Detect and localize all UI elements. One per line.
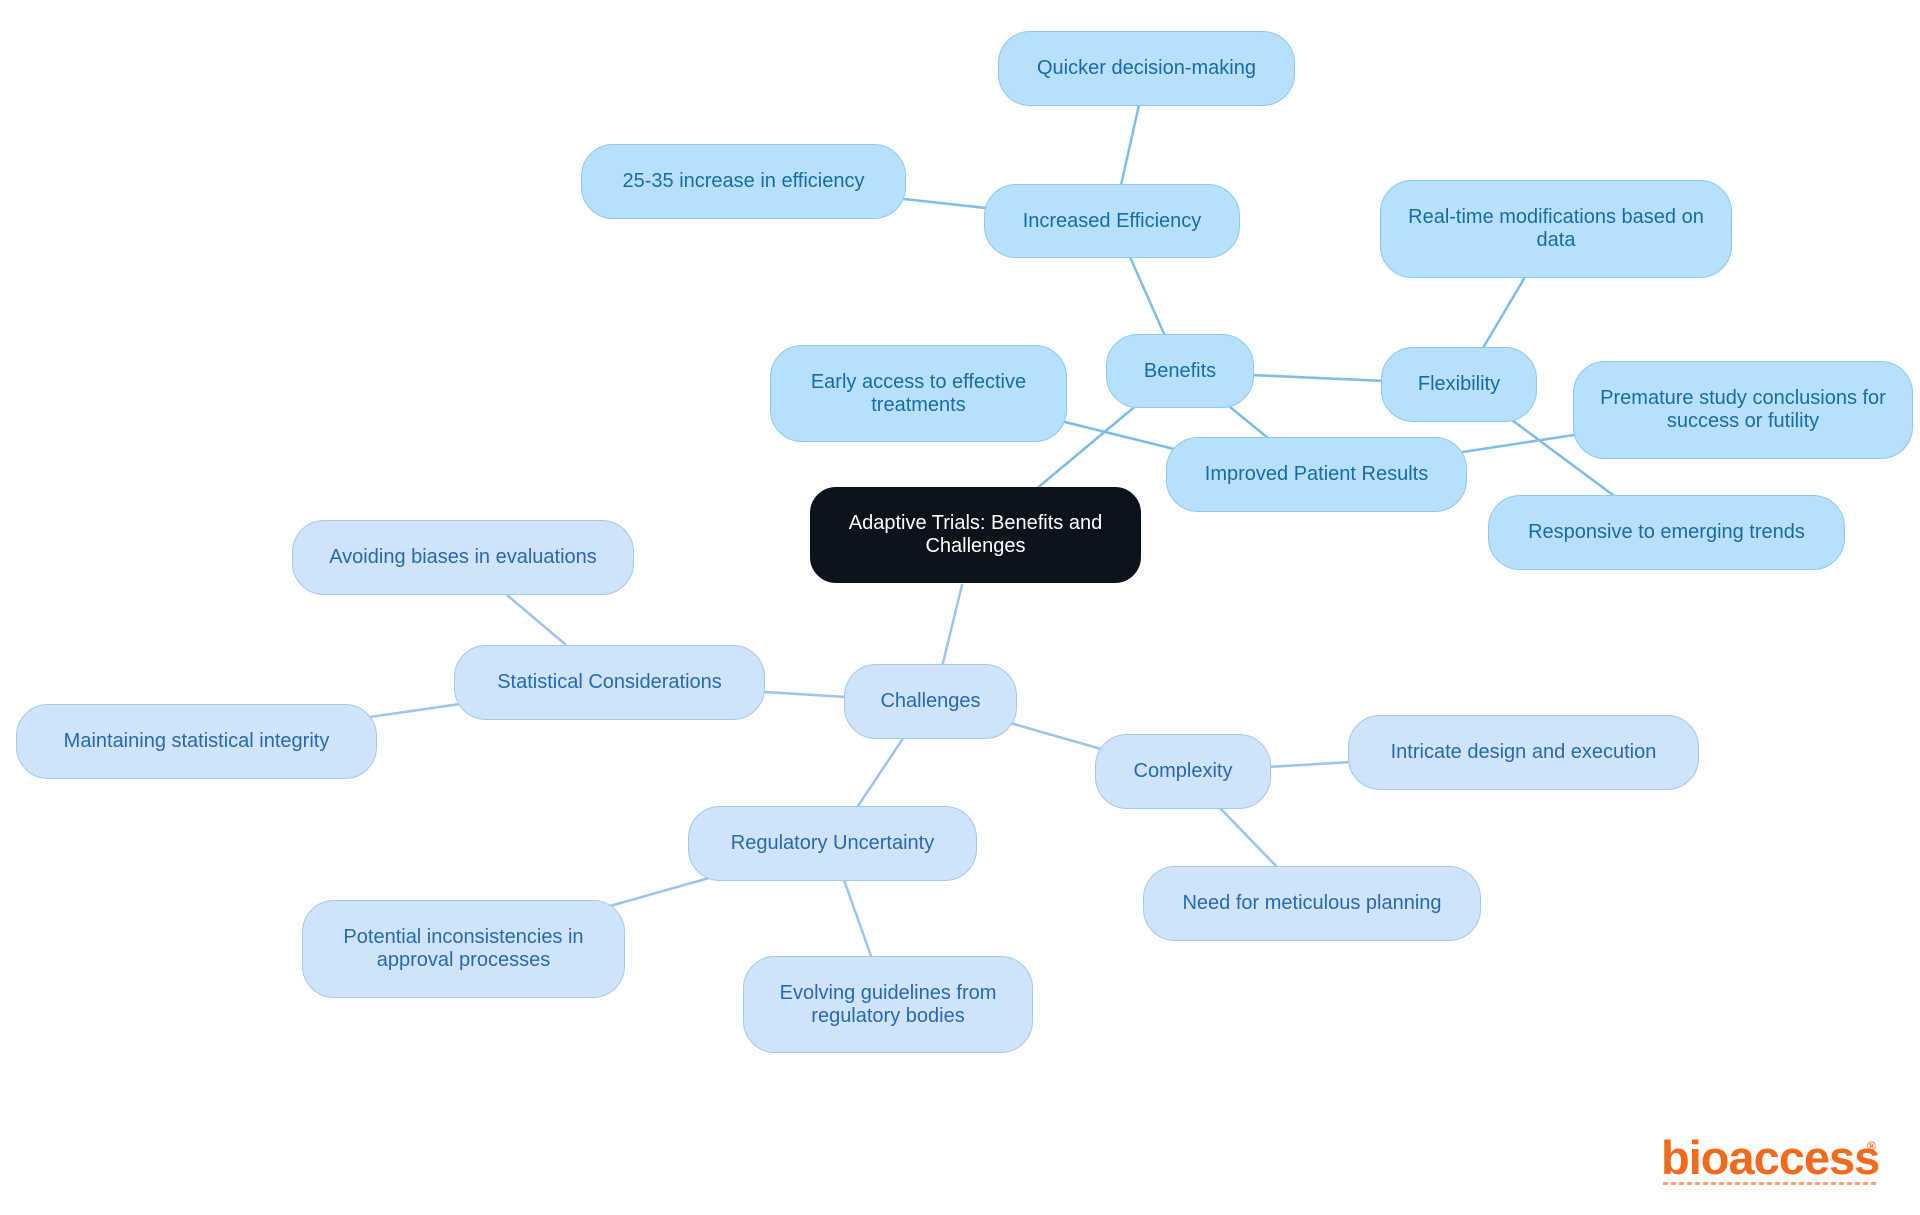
edge-flexibility-responsive	[1510, 418, 1619, 500]
statistical-considerations-node[interactable]: Statistical Considerations	[454, 645, 765, 720]
flexibility-node[interactable]: Flexibility	[1381, 347, 1537, 422]
regulatory-uncertainty-node[interactable]: Regulatory Uncertainty	[688, 806, 977, 881]
edge-patient-early-access	[1063, 420, 1180, 452]
edge-root-challenges	[940, 583, 964, 669]
edge-efficiency-quicker	[1119, 103, 1141, 187]
edge-challenges-complexity	[1008, 721, 1103, 751]
benefits-label: Benefits	[1143, 359, 1217, 382]
benefits-node[interactable]: Benefits	[1106, 334, 1254, 408]
challenges-node[interactable]: Challenges	[844, 664, 1017, 739]
intricate-design-label: Intricate design and execution	[1390, 741, 1657, 763]
improved-patient-results-label: Improved Patient Results	[1204, 463, 1429, 485]
edge-regulatory-evolving	[842, 878, 873, 958]
increased-efficiency-label: Increased Efficiency	[1022, 209, 1202, 232]
registered-mark: ®	[1867, 1139, 1876, 1153]
edge-complexity-planning	[1218, 806, 1278, 868]
edge-benefits-flexibility	[1250, 373, 1387, 383]
premature-conclusions-node[interactable]: Premature study conclusions for success …	[1573, 361, 1913, 459]
improved-patient-results-node[interactable]: Improved Patient Results	[1166, 437, 1467, 512]
meticulous-planning-node[interactable]: Need for meticulous planning	[1143, 866, 1481, 941]
edge-statistical-avoiding	[505, 593, 567, 646]
premature-conclusions-label: Premature study conclusions for success …	[1600, 387, 1886, 432]
edge-regulatory-inconsistencies	[608, 876, 711, 908]
regulatory-uncertainty-label: Regulatory Uncertainty	[730, 832, 935, 854]
increased-efficiency-node[interactable]: Increased Efficiency	[984, 184, 1240, 258]
complexity-label: Complexity	[1133, 760, 1233, 782]
avoiding-biases-label: Avoiding biases in evaluations	[329, 546, 597, 568]
edge-statistical-maintaining	[368, 702, 462, 719]
early-access-node[interactable]: Early access to effective treatments	[770, 345, 1067, 442]
edge-challenges-statistical	[763, 690, 848, 699]
logo-wordmark: bioaccess	[1661, 1131, 1880, 1184]
flexibility-label: Flexibility	[1417, 373, 1501, 395]
edge-efficiency-increase	[902, 197, 988, 210]
bioaccess-logo: bioaccess ®	[1661, 1131, 1880, 1187]
edge-benefits-efficiency	[1128, 255, 1167, 338]
efficiency-increase-node[interactable]: 25-35 increase in efficiency	[581, 144, 906, 219]
edge-complexity-intricate	[1266, 760, 1353, 769]
evolving-guidelines-node[interactable]: Evolving guidelines from regulatory bodi…	[743, 956, 1033, 1053]
quicker-decision-label: Quicker decision-making	[1037, 57, 1256, 79]
statistical-integrity-label: Maintaining statistical integrity	[63, 730, 330, 752]
realtime-modifications-label: Real-time modifications based on data	[1408, 206, 1704, 251]
edge-benefits-patient-results	[1228, 405, 1270, 440]
approval-inconsistencies-node[interactable]: Potential inconsistencies in approval pr…	[302, 900, 625, 998]
intricate-design-node[interactable]: Intricate design and execution	[1348, 715, 1699, 790]
root-node[interactable]: Adaptive Trials: Benefits and Challenges	[810, 487, 1141, 583]
edge-root-benefits	[1033, 402, 1140, 492]
complexity-node[interactable]: Complexity	[1095, 734, 1271, 809]
root-label: Adaptive Trials: Benefits and Challenges	[848, 512, 1103, 557]
edge-patient-premature	[1461, 433, 1576, 454]
responsive-trends-node[interactable]: Responsive to emerging trends	[1488, 495, 1845, 570]
early-access-label: Early access to effective treatments	[810, 370, 1027, 416]
quicker-decision-node[interactable]: Quicker decision-making	[998, 31, 1295, 106]
edge-flexibility-realtime	[1481, 275, 1527, 350]
statistical-considerations-label: Statistical Considerations	[497, 671, 722, 693]
challenges-label: Challenges	[880, 690, 981, 712]
avoiding-biases-node[interactable]: Avoiding biases in evaluations	[292, 520, 634, 595]
meticulous-planning-label: Need for meticulous planning	[1182, 892, 1442, 914]
approval-inconsistencies-label: Potential inconsistencies in approval pr…	[343, 926, 584, 971]
statistical-integrity-node[interactable]: Maintaining statistical integrity	[16, 704, 377, 779]
efficiency-increase-label: 25-35 increase in efficiency	[622, 170, 865, 192]
evolving-guidelines-label: Evolving guidelines from regulatory bodi…	[779, 981, 997, 1027]
logo-tagline-graphic	[1663, 1182, 1877, 1185]
edge-challenges-regulatory	[856, 735, 906, 808]
responsive-trends-label: Responsive to emerging trends	[1528, 521, 1805, 543]
realtime-modifications-node[interactable]: Real-time modifications based on data	[1380, 180, 1732, 278]
